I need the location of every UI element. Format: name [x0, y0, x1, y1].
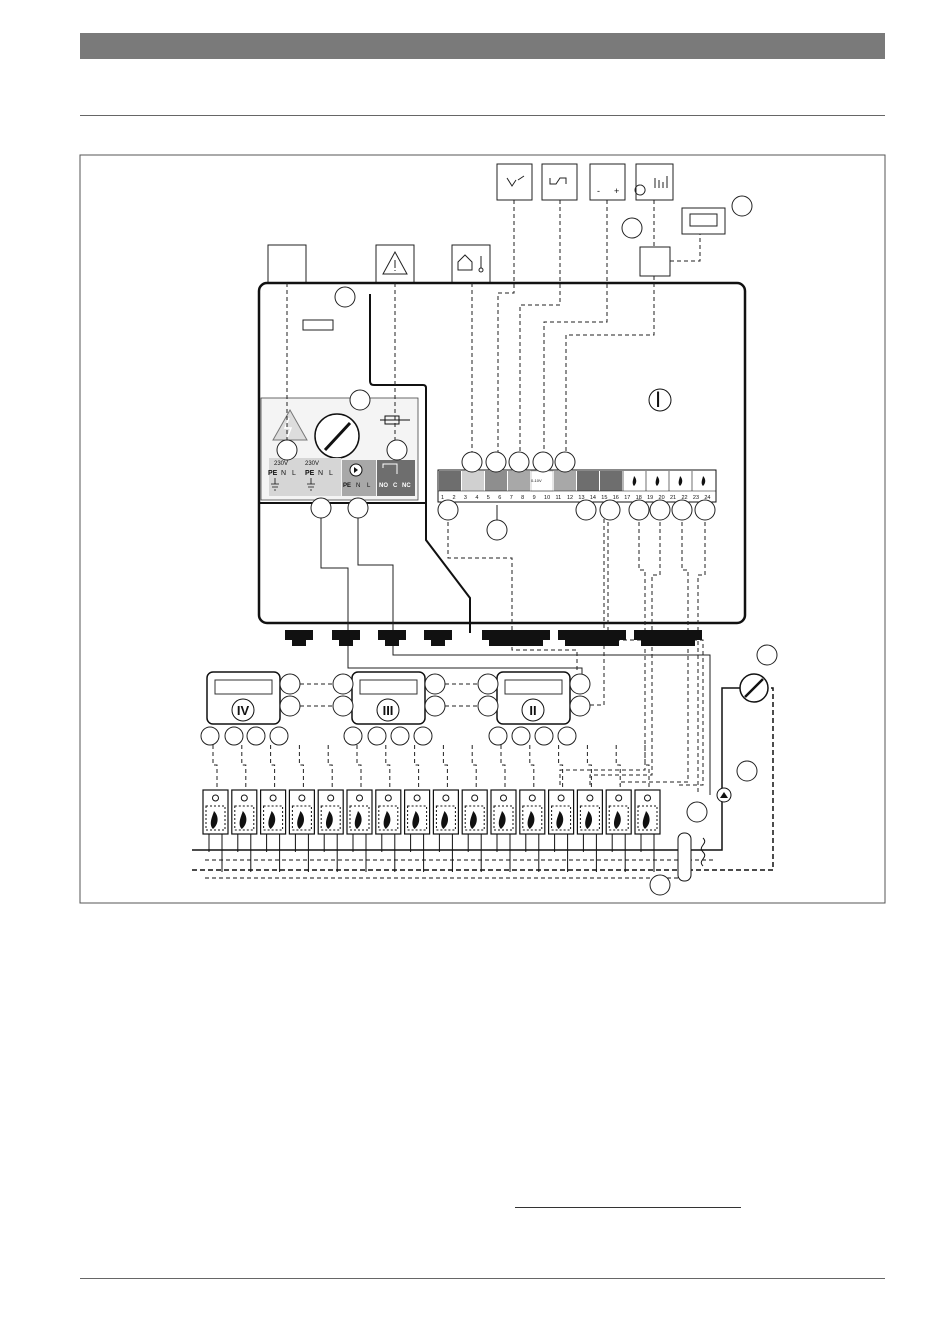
terminal-n-pump: N: [356, 483, 360, 489]
cable-glands: [285, 630, 702, 646]
terminal-number: 21: [670, 495, 676, 501]
boiler-unit: [491, 745, 516, 872]
terminal-number: 23: [693, 495, 699, 501]
terminal-number: 9: [533, 495, 536, 501]
boiler-unit: [606, 745, 631, 872]
terminal-number: 17: [624, 495, 630, 501]
terminal-number: 14: [590, 495, 596, 501]
main-unit-label: I: [655, 387, 661, 412]
callout-circle: [225, 727, 243, 745]
controller-label-iii: III: [383, 703, 394, 718]
analog-minus: -: [597, 186, 600, 196]
external-devices: [268, 164, 725, 283]
boiler-callouts: [201, 727, 576, 745]
callout-circle: [247, 727, 265, 745]
terminal-number: 10: [544, 495, 550, 501]
terminal-number: 5: [487, 495, 490, 501]
relay-nc: NC: [402, 483, 411, 489]
callout-circle: [414, 727, 432, 745]
analog-terminal-label: 0-10V: [531, 478, 542, 483]
device-box-3: [590, 164, 625, 200]
callout-circles-top: [335, 196, 752, 307]
adapter-box: [640, 247, 670, 276]
ext-box-1: [268, 245, 306, 283]
terminal-n-left: N: [281, 470, 286, 477]
callout-circle: [344, 727, 362, 745]
relay-no: NO: [379, 483, 388, 489]
boiler-unit: [289, 745, 314, 872]
controller-label-ii: II: [529, 703, 536, 718]
boiler-unit: [462, 745, 487, 872]
boiler-unit: [405, 745, 430, 872]
callout-circle: [489, 727, 507, 745]
boiler-unit: [261, 745, 286, 872]
terminal-pe-right: PE: [305, 470, 315, 477]
boiler-unit: [577, 745, 602, 872]
terminal-pe-left: PE: [268, 470, 278, 477]
terminal-number: 16: [613, 495, 619, 501]
boiler-row: [203, 745, 660, 872]
terminal-number: 19: [647, 495, 653, 501]
callout-circle: [535, 727, 553, 745]
boiler-unit: [549, 745, 574, 872]
terminal-number: 12: [567, 495, 573, 501]
boiler-unit: [433, 745, 458, 872]
callout-circle: [512, 727, 530, 745]
callout-circle: [391, 727, 409, 745]
terminal-number: 2: [452, 495, 455, 501]
sensor-cable: [701, 838, 704, 866]
callout-circle: [558, 727, 576, 745]
terminal-number: 11: [556, 495, 562, 501]
expansion-vessel: [678, 833, 691, 881]
house-icon: [458, 255, 472, 270]
terminal-number: 8: [521, 495, 524, 501]
boiler-unit: [635, 745, 660, 872]
analog-plus: +: [614, 186, 619, 196]
callout-circle: [201, 727, 219, 745]
boiler-unit: [520, 745, 545, 872]
terminal-number: 7: [510, 495, 513, 501]
boiler-unit: [376, 745, 401, 872]
relay-c: C: [393, 483, 398, 489]
callout-circle: [368, 727, 386, 745]
terminal-n-right: N: [318, 470, 323, 477]
sensor-box: [682, 208, 725, 234]
terminal-number: 3: [464, 495, 467, 501]
terminal-number: 1: [441, 495, 444, 501]
boiler-unit: [232, 745, 257, 872]
terminal-number: 6: [498, 495, 501, 501]
terminal-l-left: L: [292, 470, 296, 477]
callout-circle: [270, 727, 288, 745]
terminal-l-right: L: [329, 470, 333, 477]
boiler-unit: [318, 745, 343, 872]
device-box-2: [542, 164, 577, 200]
voltage-left: 230V: [274, 461, 288, 467]
terminal-number: 4: [475, 495, 478, 501]
boiler-unit: [203, 745, 228, 872]
voltage-right: 230V: [305, 461, 319, 467]
controller-label-iv: IV: [237, 703, 250, 718]
boiler-unit: [347, 745, 372, 872]
terminal-pe-pump: PE: [343, 483, 351, 489]
connector-small: [303, 320, 333, 330]
